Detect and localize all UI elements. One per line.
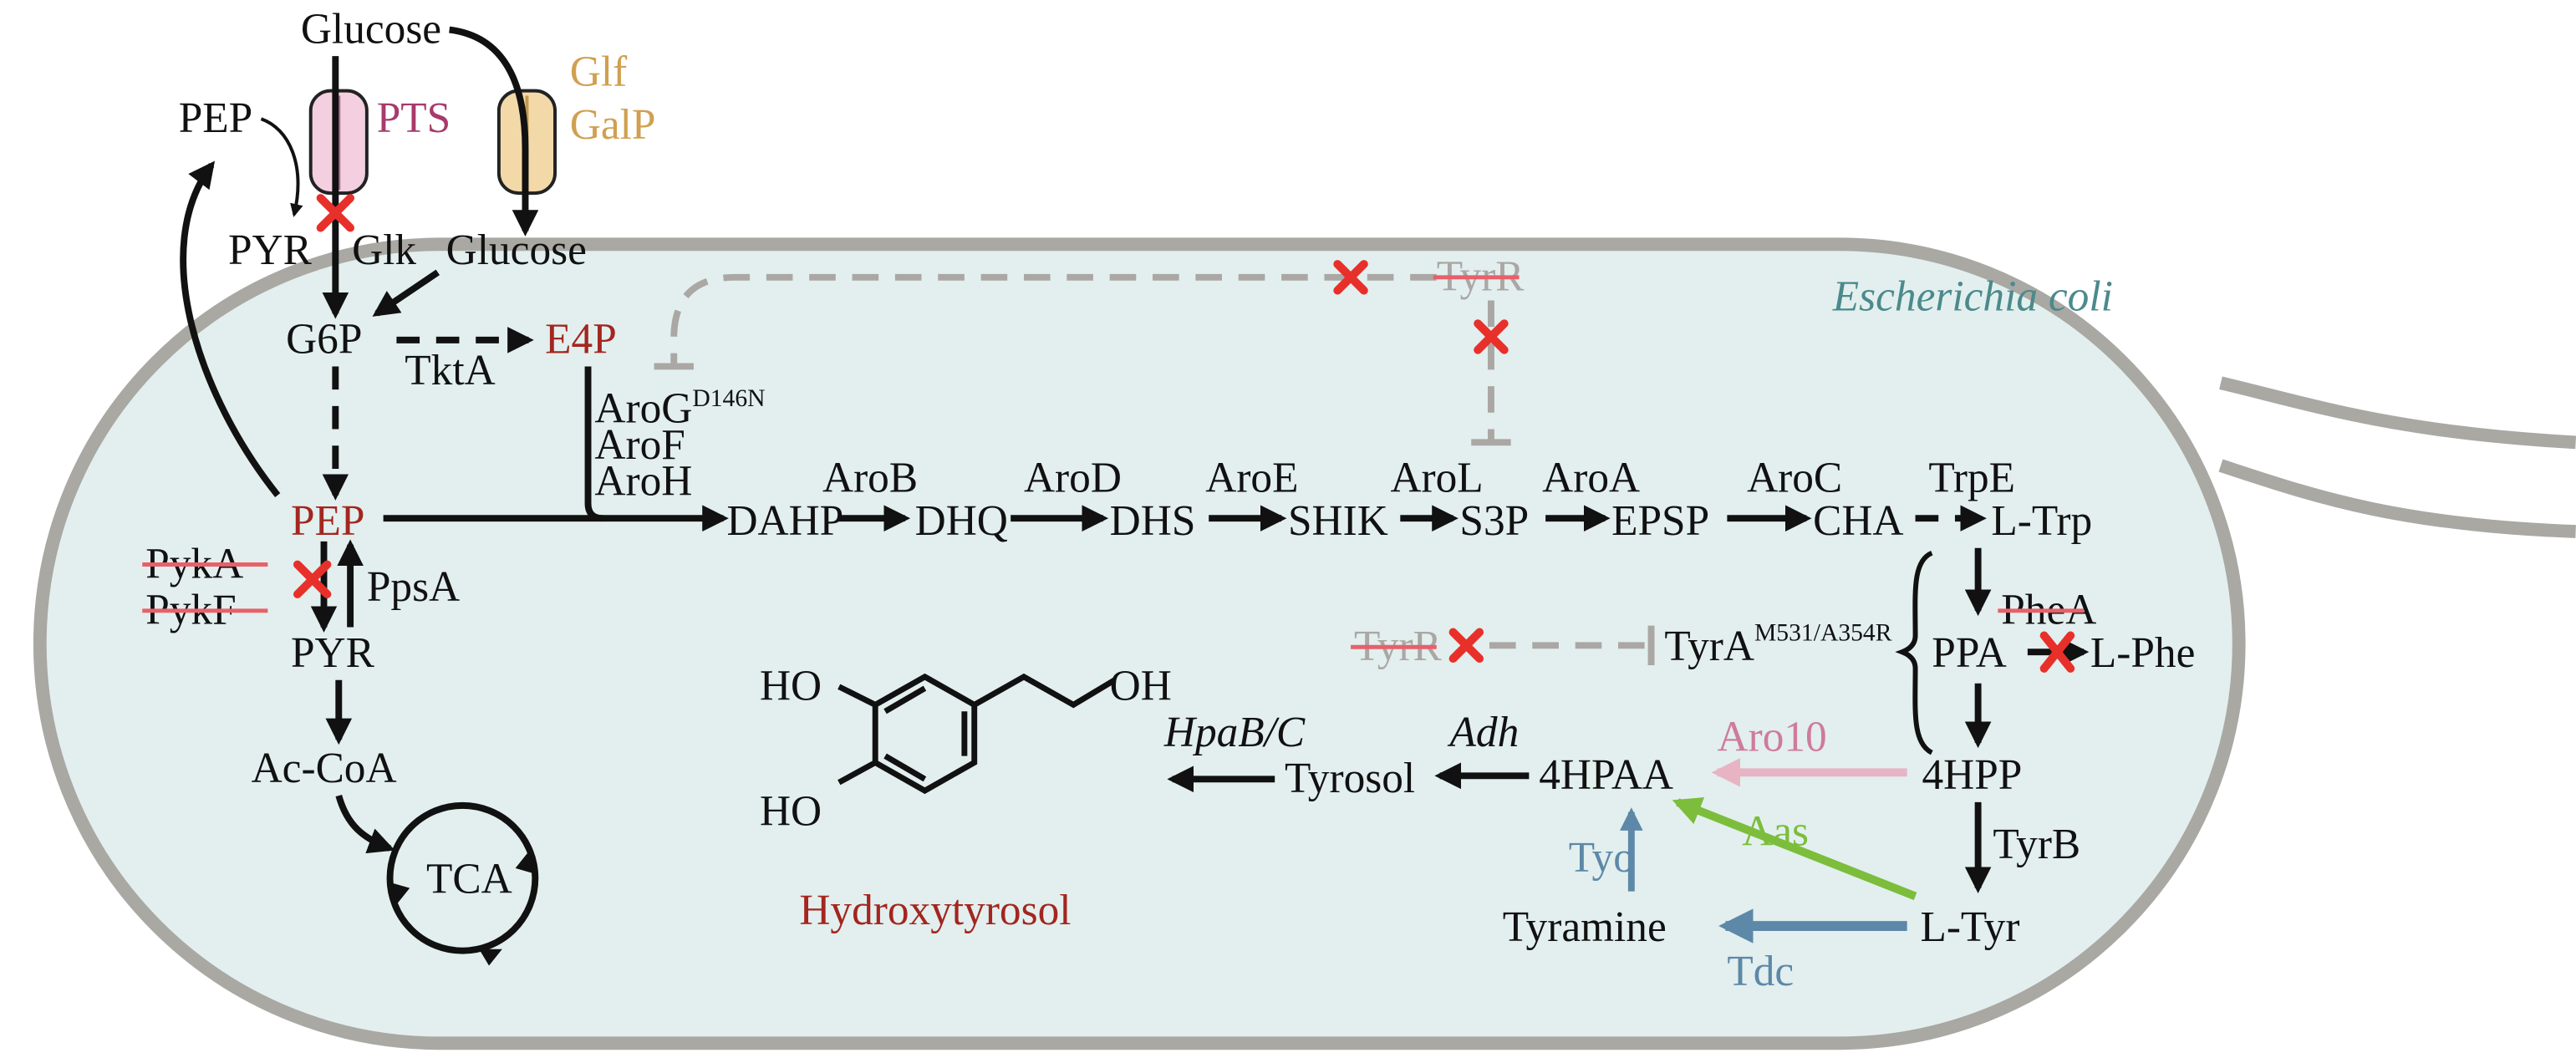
- tyrr-repression-line: [670, 273, 1437, 367]
- flagellum: [2218, 459, 2576, 538]
- aro10-label: Aro10: [1718, 714, 1827, 761]
- pep-to-pyr-arrow: [260, 117, 303, 217]
- glf-uptake-arrow: [449, 26, 539, 237]
- ppsa-label: PpsA: [367, 563, 460, 611]
- hpabc-label: HpaB/C: [1163, 709, 1306, 756]
- s3p: S3P: [1459, 497, 1529, 545]
- aroa-label: AroA: [1542, 455, 1640, 502]
- accoa: Ac-CoA: [252, 745, 397, 792]
- tca-arrowheads: [386, 852, 539, 966]
- aroc-label: AroC: [1747, 455, 1842, 502]
- glk-label: Glk: [352, 226, 416, 274]
- pep-recycle-arrow: [180, 160, 281, 498]
- aas-label: Aas: [1742, 807, 1809, 855]
- g6p: G6P: [286, 316, 362, 364]
- adh-label: Adh: [1448, 709, 1520, 756]
- arod-label: AroD: [1024, 455, 1122, 502]
- tkta-label: TktA: [405, 347, 495, 394]
- tyrr-knockout-x-icon: [1474, 319, 1509, 354]
- 4hpp: 4HPP: [1922, 751, 2022, 799]
- arob-label: AroB: [822, 455, 918, 502]
- 4hpaa: 4HPAA: [1539, 751, 1673, 799]
- ho-label: HO: [760, 662, 822, 710]
- pyr-pts: PYR: [228, 226, 313, 274]
- pts-knockout-x-icon: [316, 194, 355, 232]
- aroh-label: AroH: [594, 458, 692, 506]
- aroe-label: AroE: [1205, 455, 1298, 502]
- trpe-label: TrpE: [1928, 455, 2015, 502]
- tyrr-knockout-x-icon: [1448, 628, 1484, 664]
- lphe: L-Phe: [2090, 629, 2195, 677]
- hydroxytyrosol-structure-icon: [837, 673, 1117, 795]
- hydroxytyrosol-label: Hydroxytyrosol: [799, 887, 1071, 934]
- ho-label: HO: [760, 788, 822, 836]
- tyramine: Tyramine: [1503, 903, 1667, 951]
- galp-label: GalP: [570, 101, 656, 149]
- pyk-knockout-x-icon: [293, 560, 332, 598]
- dahp: DAHP: [726, 497, 843, 545]
- pts-label: PTS: [377, 94, 451, 142]
- aas-arrow: [1672, 797, 1917, 901]
- tyrr-knockout-x-icon: [1333, 260, 1368, 295]
- flagellum: [2219, 376, 2576, 450]
- ltrp: L-Trp: [1991, 497, 2092, 545]
- pyr-internal: PYR: [291, 629, 375, 677]
- glucose-external: Glucose: [301, 5, 441, 53]
- tyra-brace: [1895, 550, 1933, 755]
- oh-label: OH: [1110, 662, 1172, 710]
- shik: SHIK: [1288, 497, 1388, 545]
- tyrosol: Tyrosol: [1285, 755, 1415, 802]
- tyra-label: TyrAM531/A354R: [1664, 619, 1891, 670]
- glucose-internal: Glucose: [446, 226, 587, 274]
- arol-label: AroL: [1390, 455, 1483, 502]
- glf-label: Glf: [570, 48, 628, 96]
- epsp: EPSP: [1611, 497, 1709, 545]
- e4p: E4P: [545, 316, 617, 364]
- accoa-to-tca-arrow: [335, 794, 395, 854]
- ltyr: L-Tyr: [1920, 903, 2019, 951]
- dhs: DHS: [1110, 497, 1196, 545]
- tdc-label: Tdc: [1727, 948, 1794, 995]
- pep-internal: PEP: [291, 497, 364, 545]
- tyrb-label: TyrB: [1993, 821, 2080, 868]
- arog-label: AroGD146N: [594, 385, 765, 433]
- cha: CHA: [1813, 497, 1903, 545]
- phea-knockout-x-icon: [2039, 631, 2075, 673]
- glk-arrow: [372, 269, 440, 317]
- ppa: PPA: [1932, 629, 2006, 677]
- dhq: DHQ: [915, 497, 1008, 545]
- pep-external: PEP: [179, 94, 252, 142]
- organism-label: Escherichia coli: [1832, 272, 2113, 320]
- arof-label: AroF: [594, 421, 685, 469]
- tca-label: TCA: [426, 856, 512, 903]
- tyo-label: Tyo: [1569, 834, 1635, 882]
- tca-cycle-icon: [386, 801, 539, 954]
